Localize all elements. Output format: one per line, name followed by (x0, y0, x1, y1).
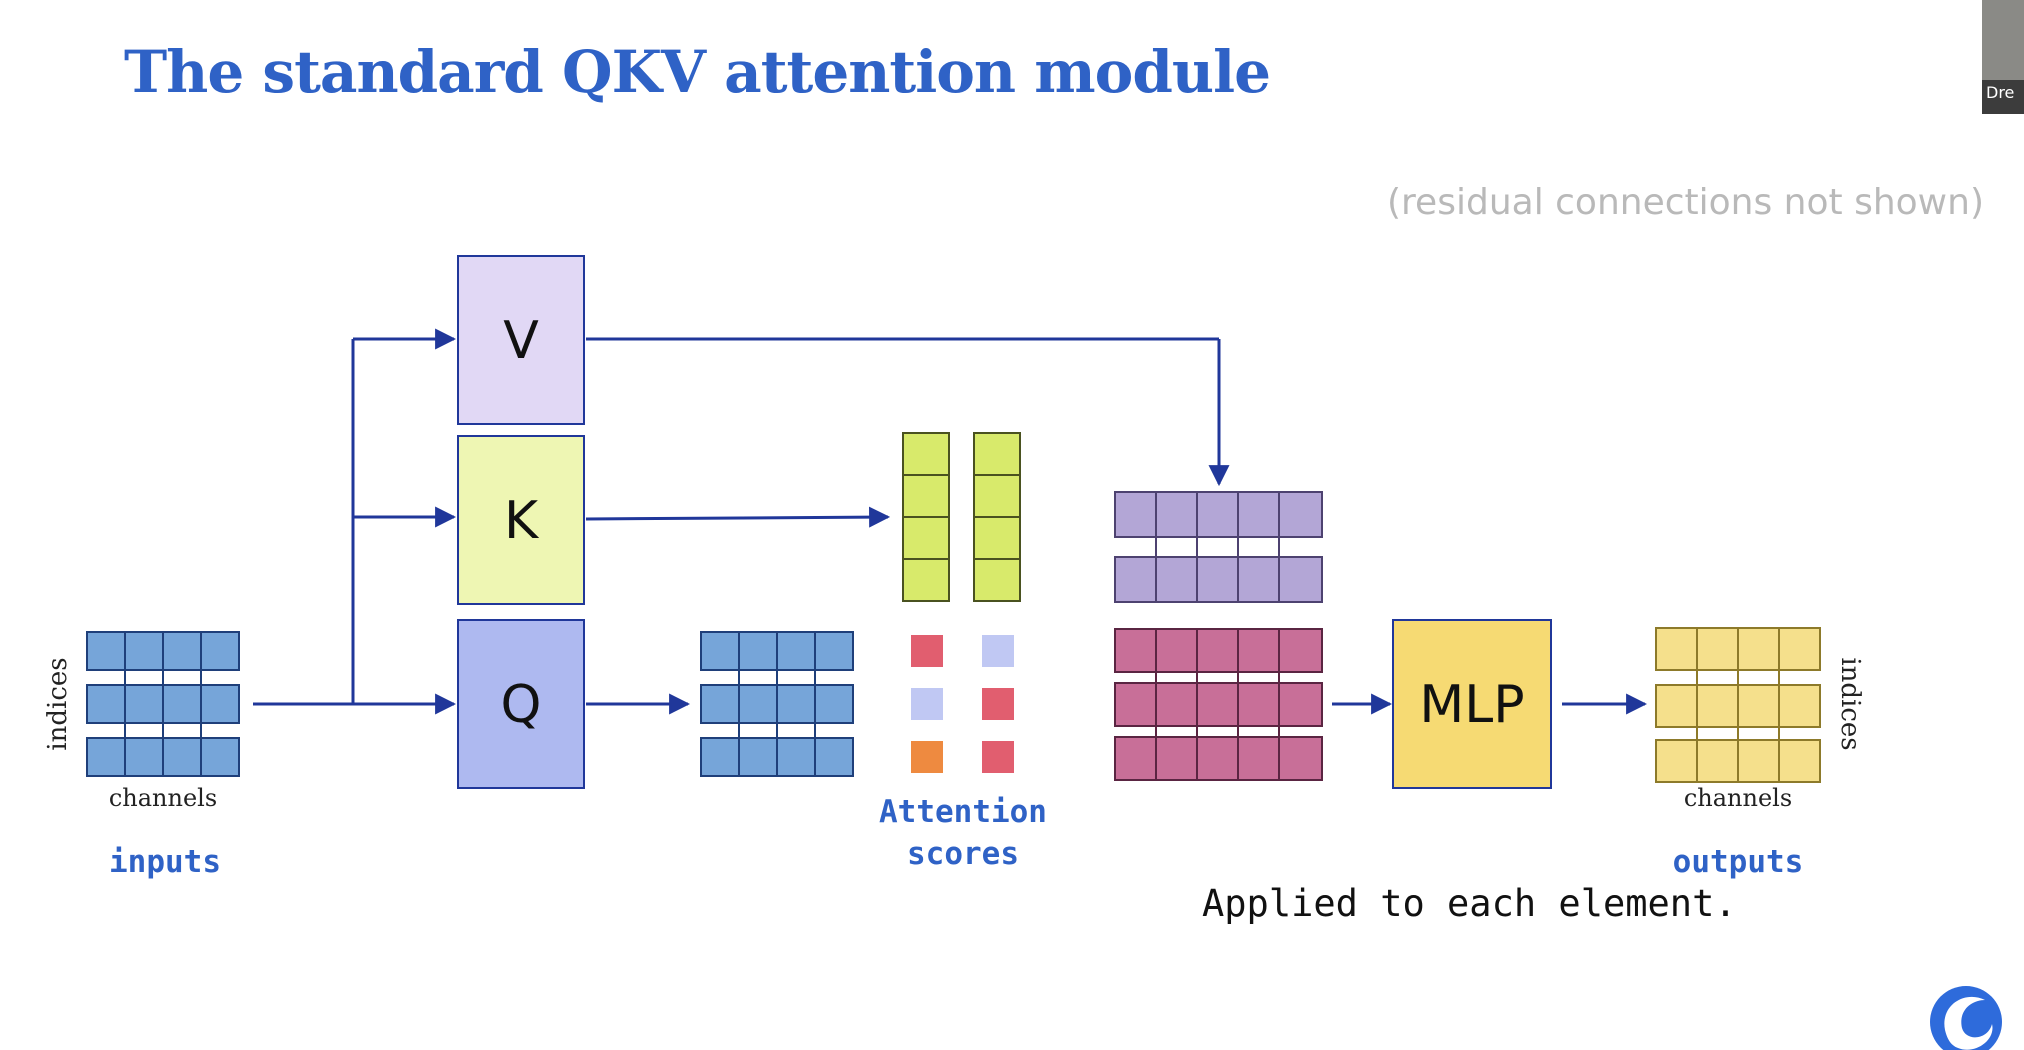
weighted-sum-rows (1114, 628, 1323, 781)
attention-score-grid (911, 635, 1014, 773)
residual-note: (residual connections not shown) (1387, 182, 1984, 223)
outputs-matrix (1655, 627, 1821, 783)
mlp-box-label: MLP (1419, 675, 1524, 735)
brand-logo-icon (1930, 986, 2002, 1050)
v-projection-box: V (457, 255, 585, 425)
inputs-matrix (86, 631, 240, 777)
k-box-label: K (504, 491, 540, 551)
indices-label-right: indices (1835, 657, 1865, 750)
query-matrix (700, 631, 854, 777)
q-box-label: Q (501, 675, 542, 735)
key-columns (902, 432, 1021, 602)
video-thumbnail[interactable]: Dre (1982, 0, 2024, 114)
k-projection-box: K (457, 435, 585, 605)
q-projection-box: Q (457, 619, 585, 789)
channels-label-right: channels (1684, 784, 1792, 812)
v-arrow (586, 337, 1230, 487)
inputs-label: inputs (109, 844, 221, 880)
indices-label-left: indices (43, 657, 73, 750)
attention-scores-label-line2: scores (907, 836, 1019, 872)
value-rows (1114, 491, 1323, 603)
k-arrow (585, 506, 891, 528)
channels-label-left: channels (109, 784, 217, 812)
v-box-label: V (503, 311, 539, 371)
slide-title: The standard QKV attention module (124, 38, 1271, 106)
input-arrows (253, 328, 457, 715)
outputs-label: outputs (1673, 844, 1804, 880)
svg-text:Dre: Dre (1986, 83, 2014, 102)
applied-note: Applied to each element. (1202, 882, 1737, 925)
attention-scores-label-line1: Attention (879, 794, 1047, 830)
mlp-box: MLP (1392, 619, 1552, 789)
